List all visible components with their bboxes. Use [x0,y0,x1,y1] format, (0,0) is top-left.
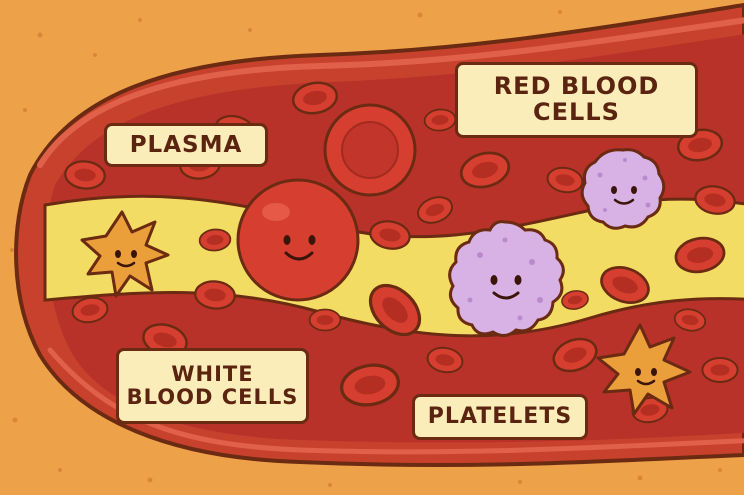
white-blood-cells-label: WHITE BLOOD CELLS [116,348,309,424]
platelets-label: PLATELETS [412,394,588,440]
white-blood-cell-large [448,220,565,337]
red-blood-cells-label-line1: RED BLOOD [493,72,660,101]
plasma-label-text: PLASMA [129,131,243,158]
red-blood-cells-label: RED BLOOD CELLS [455,62,698,138]
white-blood-cell-small [580,148,666,230]
plasma-label: PLASMA [104,123,268,167]
platelet-right [596,323,692,416]
smiling-red-blood-cell [236,178,360,302]
platelet-left [80,210,170,298]
red-blood-cells-label-line2: CELLS [533,98,620,126]
background-speckles [10,10,722,487]
white-blood-cells-label-line2: BLOOD CELLS [126,385,299,409]
white-blood-cells-label-line1: WHITE [171,362,254,387]
large-red-blood-cell [323,103,417,197]
platelets-label-text: PLATELETS [427,404,573,430]
